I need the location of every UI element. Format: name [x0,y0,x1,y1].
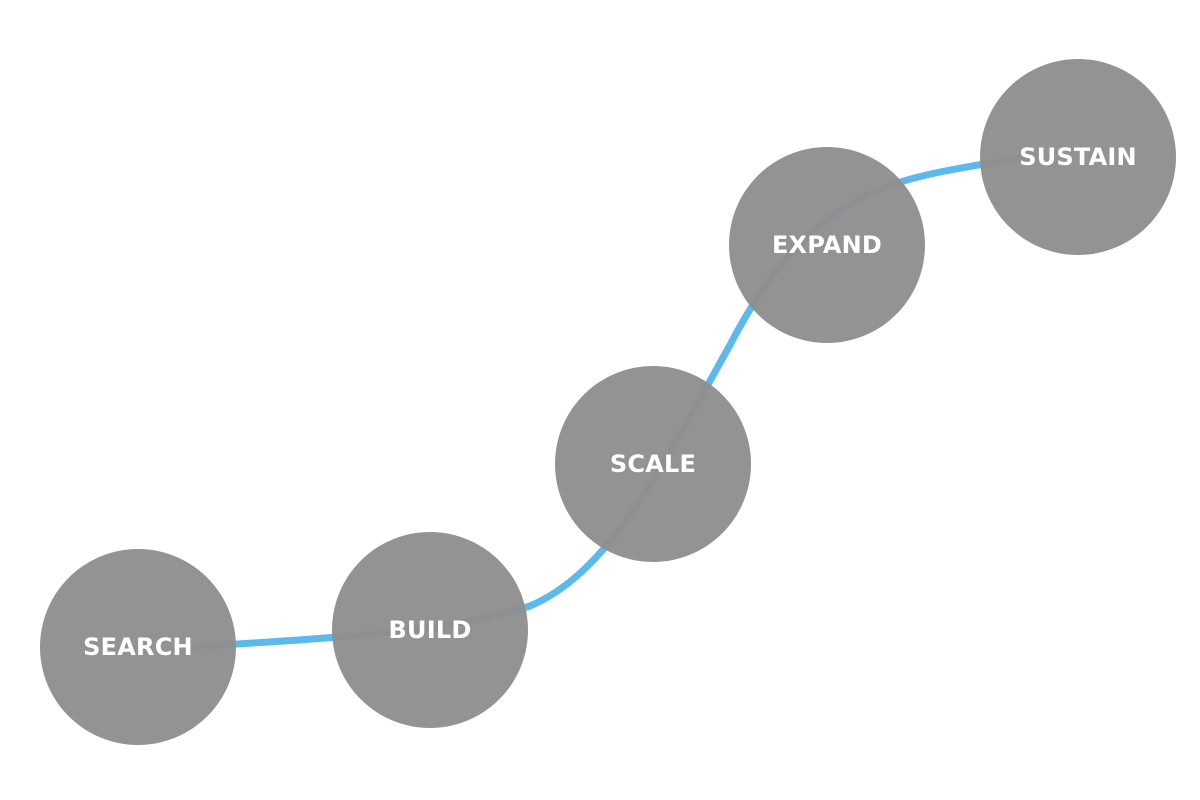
stage-circle [332,532,528,728]
stage-node-scale: SCALE [555,366,751,562]
stage-circle [40,549,236,745]
stage-label: BUILD [389,616,472,644]
stage-label: EXPAND [772,231,882,259]
stage-node-expand: EXPAND [729,147,925,343]
stage-label: SCALE [610,450,696,478]
stage-circle [555,366,751,562]
stage-node-search: SEARCH [40,549,236,745]
stage-circle [729,147,925,343]
stage-label: SEARCH [83,633,193,661]
stage-circle [980,59,1176,255]
stage-label: SUSTAIN [1019,143,1137,171]
stage-node-build: BUILD [332,532,528,728]
stage-node-sustain: SUSTAIN [980,59,1176,255]
